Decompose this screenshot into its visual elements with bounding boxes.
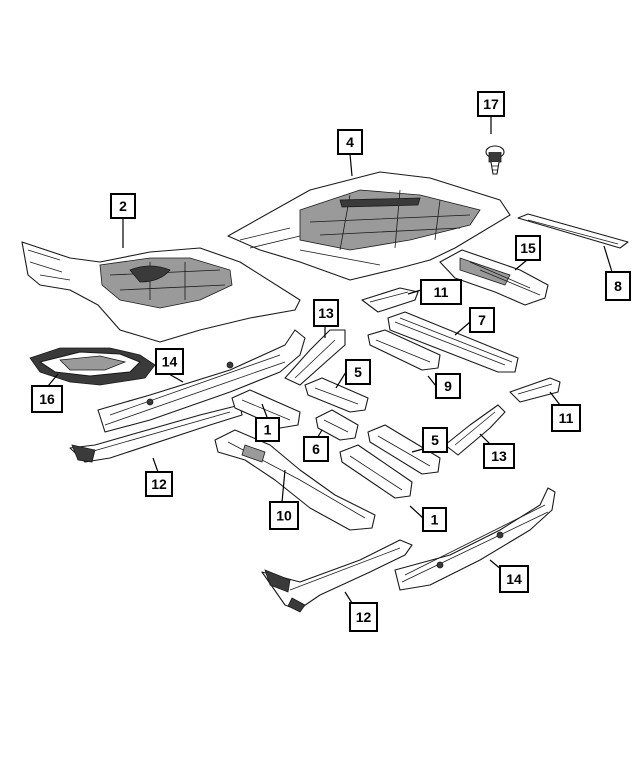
- callout-17: 17: [477, 91, 505, 117]
- callout-label: 11: [434, 284, 449, 300]
- callout-label: 13: [491, 448, 507, 464]
- callout-5-lower: 5: [422, 427, 448, 453]
- callout-label: 6: [312, 441, 320, 457]
- callout-label: 8: [614, 278, 622, 294]
- callout-label: 11: [559, 410, 574, 426]
- callout-4: 4: [337, 129, 363, 155]
- callout-label: 1: [431, 512, 439, 528]
- rail-left[interactable]: [69, 404, 243, 463]
- rail-right[interactable]: [261, 539, 413, 613]
- callout-1-lower: 1: [422, 507, 447, 532]
- bracket-1-upper[interactable]: [231, 389, 301, 429]
- callout-14-lower: 14: [499, 565, 529, 593]
- callout-label: 4: [346, 134, 354, 150]
- bracket-5-lower[interactable]: [367, 424, 441, 475]
- callout-15: 15: [515, 235, 541, 261]
- callout-8: 8: [605, 271, 631, 301]
- leader-lines: [47, 116, 613, 604]
- callout-label: 12: [151, 476, 167, 492]
- bracket-1-lower[interactable]: [339, 444, 413, 499]
- callout-5-upper: 5: [345, 359, 371, 385]
- crossmember[interactable]: [387, 311, 519, 373]
- callout-9: 9: [435, 373, 461, 399]
- bracket-lower-right[interactable]: [509, 377, 561, 403]
- callout-11-upper: 11: [420, 279, 462, 305]
- callout-6: 6: [303, 436, 329, 462]
- callout-label: 15: [520, 240, 536, 256]
- sill-left[interactable]: [97, 329, 306, 433]
- callout-label: 16: [39, 391, 55, 407]
- callout-10: 10: [269, 501, 299, 530]
- callout-label: 10: [276, 508, 292, 524]
- center-rail[interactable]: [214, 429, 376, 531]
- callout-7: 7: [469, 307, 495, 333]
- callout-2: 2: [110, 193, 136, 219]
- callout-12-upper: 12: [145, 471, 173, 497]
- insulator-pad[interactable]: [29, 347, 156, 386]
- rail-extension-lower[interactable]: [444, 404, 506, 456]
- sill-right[interactable]: [394, 487, 556, 591]
- rear-crossmember-strip[interactable]: [517, 213, 629, 249]
- callout-label: 9: [444, 378, 452, 394]
- callout-label: 14: [506, 571, 522, 587]
- rail-extension-upper[interactable]: [284, 329, 346, 386]
- bracket-small[interactable]: [315, 409, 359, 441]
- bracket-5-upper[interactable]: [304, 377, 369, 413]
- callout-label: 12: [356, 609, 372, 625]
- callout-13-lower: 13: [483, 443, 515, 469]
- callout-label: 5: [431, 432, 439, 448]
- callout-label: 7: [478, 312, 486, 328]
- callout-label: 13: [318, 305, 334, 321]
- callout-12-lower: 12: [349, 602, 378, 632]
- bolt-fastener[interactable]: [485, 145, 505, 175]
- callout-label: 1: [264, 422, 272, 438]
- callout-1-upper: 1: [255, 417, 280, 442]
- callout-label: 5: [354, 364, 362, 380]
- callout-13-upper: 13: [313, 299, 339, 327]
- callout-16: 16: [31, 385, 63, 413]
- callout-11-lower: 11: [551, 404, 581, 432]
- front-floor-pan[interactable]: [21, 241, 301, 343]
- bracket-upper[interactable]: [361, 287, 419, 313]
- rail-member[interactable]: [367, 329, 441, 371]
- callout-label: 14: [162, 354, 178, 370]
- callout-label: 2: [119, 198, 127, 214]
- callout-14-upper: 14: [155, 348, 184, 375]
- rear-floor-pan[interactable]: [227, 171, 511, 281]
- rear-crossmember[interactable]: [439, 249, 549, 306]
- callout-label: 17: [483, 96, 499, 112]
